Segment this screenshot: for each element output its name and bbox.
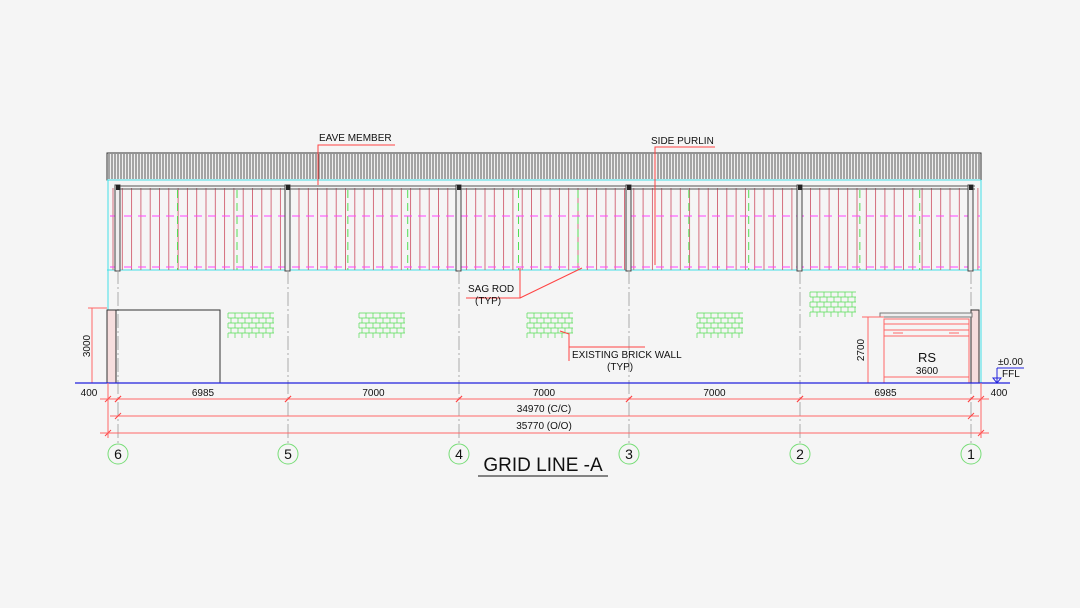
column <box>796 184 803 272</box>
drawing-title: GRID LINE -A <box>483 455 603 476</box>
level-ffl: FFL <box>1002 369 1020 380</box>
right-offset-dimension: 400 <box>991 388 1008 399</box>
grid-bubble <box>789 443 811 465</box>
grid-label: 3 <box>625 446 633 462</box>
rolling-shutter: RS 3600 2700 <box>856 312 973 384</box>
dim-tick <box>796 395 804 403</box>
brick-patch <box>358 312 405 338</box>
side-purlins <box>110 215 980 268</box>
grid-bubble <box>448 443 470 465</box>
brick-wall-label: EXISTING BRICK WALL <box>572 350 682 361</box>
wall-hatch-left <box>106 309 117 384</box>
wall-height-label: 3000 <box>82 334 93 357</box>
rs-height: 2700 <box>856 338 867 361</box>
grid-bubble <box>618 443 640 465</box>
wall-hatch-right <box>970 309 980 384</box>
dimension-lines: 6985 7000 7000 7000 6985 400 400 34970 (C/C) 357… <box>81 383 1008 438</box>
column <box>625 184 632 272</box>
leaders <box>317 144 715 361</box>
grid-bubble <box>277 443 299 465</box>
column <box>455 184 462 272</box>
level-marker: ±0.00 FFL <box>991 357 1024 384</box>
grid-bubble <box>960 443 982 465</box>
level-value: ±0.00 <box>998 357 1023 368</box>
grid-label: 5 <box>284 446 292 462</box>
grid-label: 4 <box>455 446 463 462</box>
rs-width: 3600 <box>916 366 939 377</box>
dim-tick <box>625 395 633 403</box>
cc-dimension: 34970 (C/C) <box>517 404 571 415</box>
dim-tick <box>114 395 122 403</box>
grid-bubble <box>107 443 129 465</box>
bay-dimension: 7000 <box>703 388 726 399</box>
eave-member-label: EAVE MEMBER <box>319 133 392 144</box>
brick-wall-typ: (TYP) <box>607 362 633 373</box>
eave-member <box>115 185 975 190</box>
bay-dimension: 6985 <box>874 388 897 399</box>
column-cap <box>798 185 802 190</box>
left-offset-dimension: 400 <box>81 388 98 399</box>
column-cap <box>116 185 120 190</box>
bay-dimension: 6985 <box>192 388 215 399</box>
column <box>114 184 121 272</box>
wall-height-dim <box>88 307 107 383</box>
brick-patch <box>809 291 856 317</box>
dim-tick <box>967 412 975 420</box>
brick-patch <box>696 312 743 338</box>
sag-rod-typ: (TYP) <box>475 296 501 307</box>
dim-tick <box>114 412 122 420</box>
roof-hatch <box>108 154 980 179</box>
sag-rods <box>177 190 921 270</box>
grid-label: 2 <box>796 446 804 462</box>
wall-sheeting <box>112 188 979 270</box>
column-cap <box>969 185 973 190</box>
dim-tick <box>284 395 292 403</box>
oo-dimension: 35770 (O/O) <box>516 421 572 432</box>
column <box>967 184 974 272</box>
bay-dimension: 7000 <box>533 388 556 399</box>
column-cap <box>457 185 461 190</box>
brick-patch <box>227 312 274 338</box>
grid-label: 1 <box>967 446 975 462</box>
side-purlin-label: SIDE PURLIN <box>651 136 714 147</box>
column <box>284 184 291 272</box>
brick-patches <box>227 291 856 338</box>
grid-label: 6 <box>114 446 122 462</box>
column-cap <box>627 185 631 190</box>
grid-bubbles: 6 5 4 3 2 1 <box>107 443 982 465</box>
dim-tick <box>967 395 975 403</box>
column-cap <box>286 185 290 190</box>
grid-lines <box>117 270 972 444</box>
dim-tick <box>455 395 463 403</box>
bay-dimension: 7000 <box>362 388 385 399</box>
rs-label: RS <box>918 350 936 365</box>
sag-rod-label: SAG ROD <box>468 284 514 295</box>
